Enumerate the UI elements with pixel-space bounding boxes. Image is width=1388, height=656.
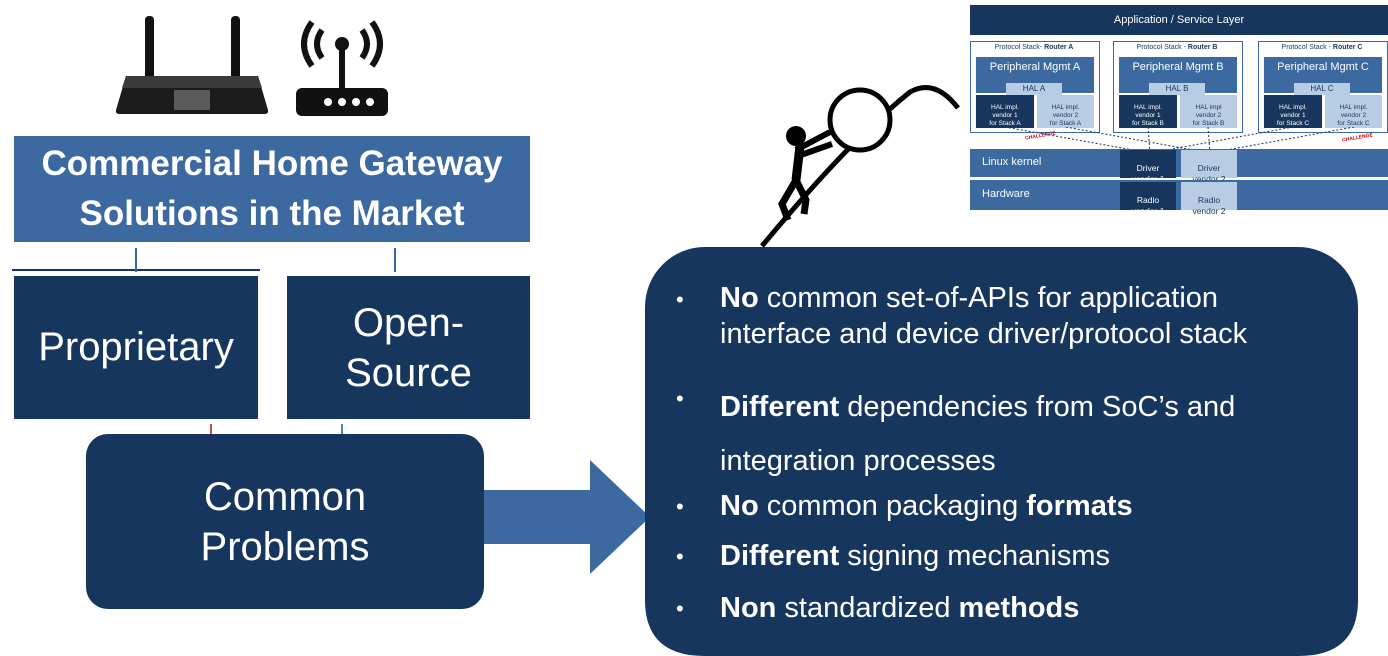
stack-b-impl-2-label: HAL impl vendor 2 for Stack B <box>1192 104 1225 127</box>
problem-5-bold-2: methods <box>958 592 1080 624</box>
problem-item-4: Different signing mechanisms <box>720 538 1110 574</box>
open-source-label-2: Source <box>345 350 472 395</box>
problem-item-3: No common packaging formats <box>720 488 1133 524</box>
bullet-dot: • <box>676 494 684 519</box>
stack-b-hal-label: HAL B <box>1165 84 1189 93</box>
title-box: Commercial Home Gateway Solutions in the… <box>14 136 530 242</box>
bullet-dot: • <box>676 386 684 411</box>
problem-1-text-2: interface and device driver/protocol sta… <box>720 318 1248 350</box>
stack-b-label: Protocol Stack - <box>1136 44 1188 51</box>
connector-line <box>394 248 396 272</box>
stack-a-impl-1: HAL impl. vendor 1 for Stack A <box>976 95 1034 128</box>
hardware-label: Hardware <box>982 188 1030 200</box>
problem-item-5: Non standardized methods <box>720 590 1079 626</box>
stack-a-title: Protocol Stack- Router A <box>970 44 1098 51</box>
wifi-router-icon <box>296 20 388 116</box>
stack-c-router: Router C <box>1332 44 1363 51</box>
stack-a-hal: HAL A <box>1006 83 1062 95</box>
problem-item-1: No common set-of-APIs for application in… <box>720 280 1340 352</box>
stack-a-impl-1-label: HAL impl. vendor 1 for Stack A <box>989 104 1021 127</box>
stack-connectors <box>1004 127 1355 153</box>
panel-bottom-curve <box>645 560 1358 656</box>
stack-a-impl-2: HAL impl. vendor 2 for Stack A <box>1037 95 1094 128</box>
radio-vendor-1: Radio vendor 1 <box>1120 182 1176 216</box>
stack-c-impl-1: HAL impl. vendor 1 for Stack C <box>1264 95 1322 128</box>
router-icon <box>115 16 269 114</box>
hardware-layer <box>970 180 1388 210</box>
problem-2-text: dependencies from SoC’s and <box>839 391 1236 423</box>
problem-4-text: signing mechanisms <box>839 540 1111 572</box>
problem-1-bold: No <box>720 282 759 314</box>
stack-c-impl-2-label: HAL impl. vendor 2 for Stack C <box>1337 104 1370 127</box>
radio-vendor-2: Radio vendor 2 <box>1181 182 1237 216</box>
problem-item-2: Different dependencies from SoC’s and in… <box>720 380 1340 488</box>
radio-vendor-1-label: Radio vendor 1 <box>1131 195 1165 216</box>
radio-vendor-2-label: Radio vendor 2 <box>1192 195 1226 216</box>
driver-vendor-2: Driver vendor 2 <box>1181 150 1237 184</box>
right-arrow-icon <box>484 460 650 574</box>
panel-bottom-mask <box>645 600 1358 656</box>
driver-vendor-1-label: Driver vendor 1 <box>1131 163 1165 184</box>
open-source-box: Open- Source <box>287 276 530 419</box>
stack-b-title: Protocol Stack - Router B <box>1113 44 1241 51</box>
app-layer-label: Application / Service Layer <box>1113 14 1245 26</box>
problem-3-text: common packaging <box>758 490 1027 522</box>
boulder-pushing-figure-icon <box>760 85 960 248</box>
problem-4-bold: Different <box>720 540 840 572</box>
open-source-label-1: Open- <box>352 300 465 345</box>
problem-2-text-2: integration processes <box>720 445 996 477</box>
stack-c-impl-2: HAL impl. vendor 2 for Stack C <box>1325 95 1382 128</box>
problem-5-bold: Non <box>720 592 777 624</box>
stack-a-hal-label: HAL A <box>1022 84 1046 93</box>
kernel-label: Linux kernel <box>982 156 1041 168</box>
kernel-layer <box>970 149 1388 177</box>
common-label-1: Common <box>203 474 367 519</box>
stack-c-impl-1-label: HAL impl. vendor 1 for Stack C <box>1276 104 1310 127</box>
problem-2-bold: Different <box>720 391 840 423</box>
stack-b-impl-1: HAL impl. vendor 1 for Stack B <box>1119 95 1177 128</box>
problem-3-bold-2: formats <box>1026 490 1133 522</box>
common-label-2: Problems <box>200 524 370 569</box>
app-layer: Application / Service Layer <box>970 5 1388 35</box>
problem-1-text: common set-of-APIs for application <box>758 282 1219 314</box>
kernel-label-text: Linux kernel <box>982 156 1042 168</box>
stack-diagram: Application / Service Layer Protocol Sta… <box>970 5 1388 216</box>
title-line-2: Solutions in the Market <box>79 194 465 233</box>
stack-b-mgmt-label: Peripheral Mgmt B <box>1132 61 1224 73</box>
bullet-dot: • <box>676 287 684 312</box>
bullet-dot: • <box>676 596 684 621</box>
driver-vendor-2-label: Driver vendor 2 <box>1192 163 1226 184</box>
problem-3-bold: No <box>720 490 759 522</box>
problem-5-text: standardized <box>776 592 959 624</box>
stack-b-impl-2: HAL impl vendor 2 for Stack B <box>1180 95 1237 128</box>
stack-b-router: Router B <box>1187 44 1218 51</box>
stack-a-impl-2-label: HAL impl. vendor 2 for Stack A <box>1049 104 1082 127</box>
connector-line <box>135 248 137 272</box>
stack-b-impl-1-label: HAL impl. vendor 1 for Stack B <box>1132 104 1164 127</box>
driver-vendor-1: Driver vendor 1 <box>1120 150 1176 184</box>
stack-c-hal: HAL C <box>1294 83 1350 95</box>
stack-c-title: Protocol Stack - Router C <box>1258 44 1386 51</box>
stack-a-mgmt-label: Peripheral Mgmt A <box>989 61 1081 73</box>
stack-c-mgmt-label: Peripheral Mgmt C <box>1277 61 1369 73</box>
stack-c-label: Protocol Stack - <box>1281 44 1333 51</box>
hardware-label-text: Hardware <box>982 188 1030 200</box>
stack-a-router: Router A <box>1044 44 1074 51</box>
stack-b-hal: HAL B <box>1149 83 1205 95</box>
stack-c-hal-label: HAL C <box>1310 84 1334 93</box>
proprietary-box: Proprietary <box>14 276 258 419</box>
title-line-1: Commercial Home Gateway <box>41 144 503 183</box>
bullet-dot: • <box>676 544 684 569</box>
stack-a-label: Protocol Stack- <box>994 44 1045 51</box>
proprietary-label: Proprietary <box>38 325 234 369</box>
common-problems-box: Common Problems <box>86 434 484 609</box>
